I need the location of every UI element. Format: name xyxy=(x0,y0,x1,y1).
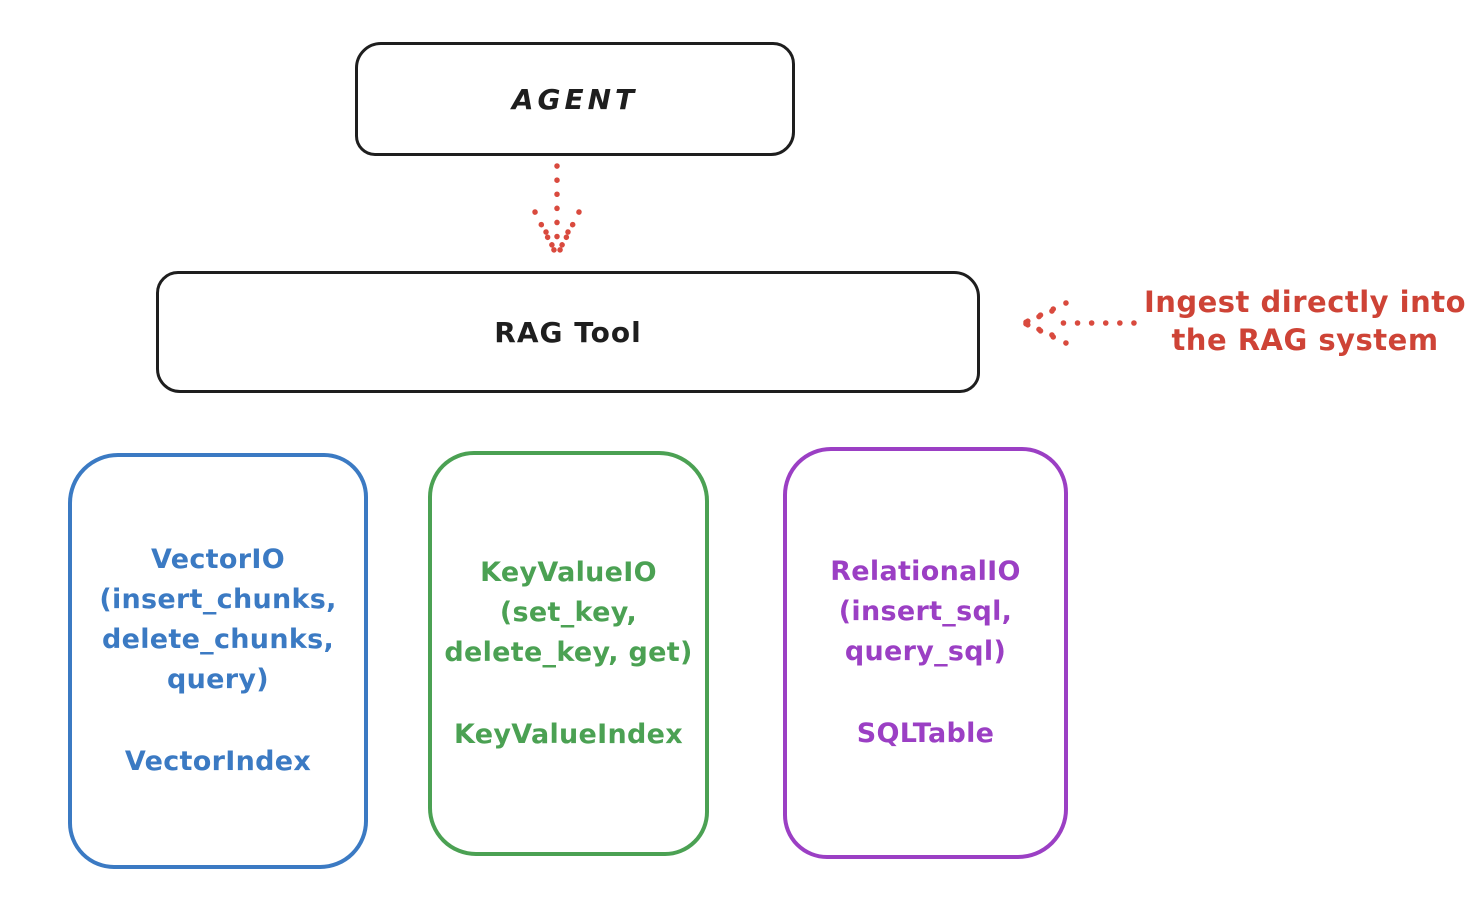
vector-io-methods-line3: query) xyxy=(167,664,269,695)
vector-io-box: VectorIO (insert_chunks, delete_chunks, … xyxy=(68,453,368,869)
vector-index-label: VectorIndex xyxy=(124,746,312,777)
ingest-annotation-line1: Ingest directly into xyxy=(1143,285,1467,319)
keyvalue-io-box: KeyValueIO (set_key, delete_key, get) Ke… xyxy=(428,451,709,856)
relational-io-title: RelationalIO xyxy=(830,556,1021,587)
keyvalue-index-label: KeyValueIndex xyxy=(453,718,683,750)
relational-io-methods-line2: query_sql) xyxy=(844,636,1007,667)
agent-label: AGENT xyxy=(511,82,639,116)
keyvalue-io-methods-line2: delete_key, get) xyxy=(444,636,693,668)
rag-tool-label: RAG Tool xyxy=(494,315,642,349)
agent-to-ragtool-arrow-icon xyxy=(532,163,582,259)
agent-box: AGENT xyxy=(355,42,795,156)
keyvalue-io-title: KeyValueIO xyxy=(480,556,657,588)
vector-io-methods-line2: delete_chunks, xyxy=(101,624,335,655)
keyvalue-io-methods-line1: (set_key, xyxy=(499,596,638,628)
relational-io-box: RelationalIO (insert_sql, query_sql) SQL… xyxy=(783,447,1068,859)
ingest-annotation-line2: the RAG system xyxy=(1171,323,1439,357)
annotation-to-ragtool-arrow-icon xyxy=(1021,300,1137,346)
relational-io-methods-line1: (insert_sql, xyxy=(838,596,1013,627)
sql-table-label: SQLTable xyxy=(856,718,995,749)
vector-io-methods-line1: (insert_chunks, xyxy=(99,584,337,615)
ingest-annotation: Ingest directly into the RAG system xyxy=(1130,283,1480,359)
rag-tool-box: RAG Tool xyxy=(156,271,980,393)
vector-io-title: VectorIO xyxy=(151,544,285,575)
